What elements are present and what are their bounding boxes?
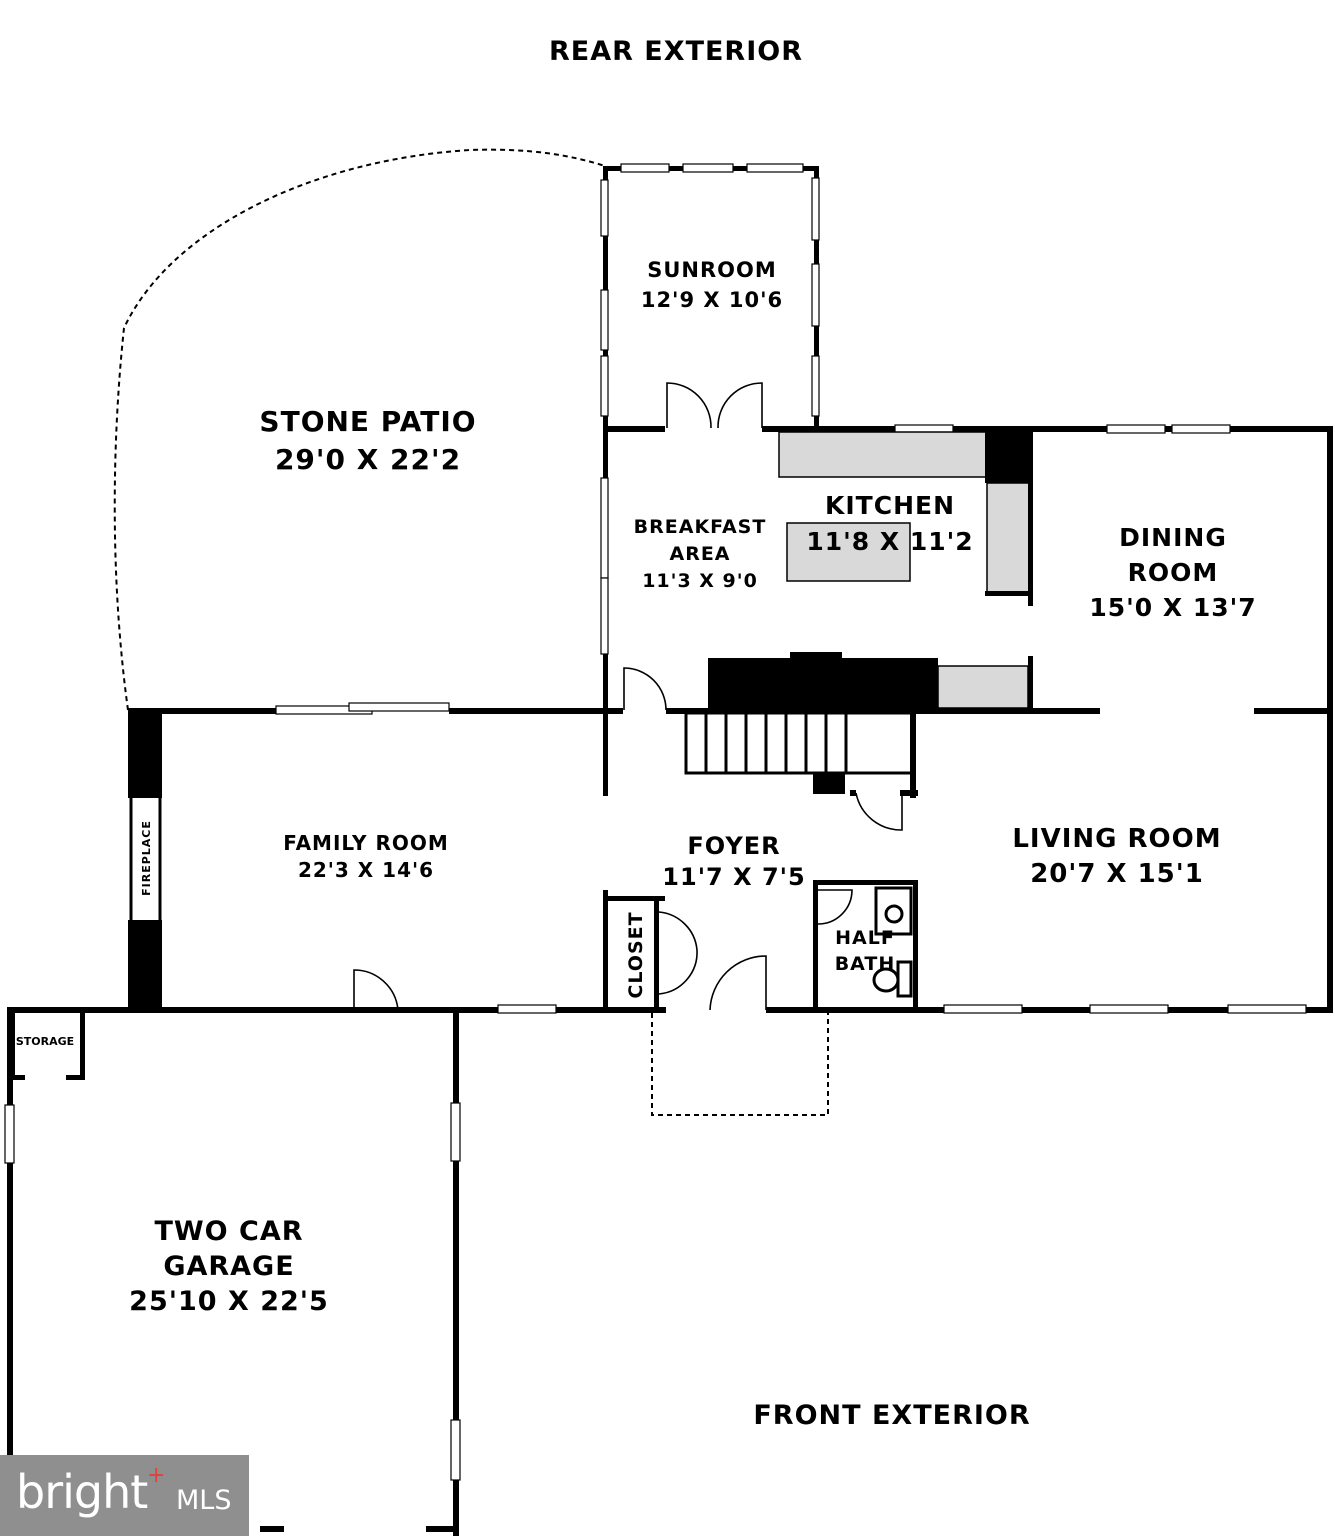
stone-patio-dims: 29'0 X 22'2 xyxy=(275,443,461,476)
kitchen-wall-stub xyxy=(985,591,1032,596)
closet-door xyxy=(658,911,698,995)
garage-walls xyxy=(4,1007,465,1536)
staircase xyxy=(684,711,918,798)
foyer-name: FOYER xyxy=(687,832,780,860)
rear-walls xyxy=(603,424,1333,1012)
breakfast-line1: BREAKFAST xyxy=(634,516,767,538)
family-room-dims: 22'3 X 14'6 xyxy=(298,858,434,882)
chimney-bottom xyxy=(128,920,162,1010)
dining-line2: ROOM xyxy=(1128,558,1219,587)
kitchen-name: KITCHEN xyxy=(825,491,955,520)
patio-outline xyxy=(113,148,606,711)
dining-dims: 15'0 X 13'7 xyxy=(1089,593,1256,622)
kitchen-dining-wall-2 xyxy=(1028,656,1033,710)
sunroom-door xyxy=(666,382,763,429)
foyer-dims: 11'7 X 7'5 xyxy=(662,863,805,891)
fireplace-label: FIREPLACE xyxy=(140,820,153,896)
dining-line1: DINING xyxy=(1119,523,1227,552)
living-room-name: LIVING ROOM xyxy=(1012,824,1221,854)
kitchen-dims: 11'8 X 11'2 xyxy=(806,527,973,556)
entry-door xyxy=(709,955,767,1011)
family-room-name: FAMILY ROOM xyxy=(283,831,449,855)
half-bath-line1: HALF xyxy=(835,927,895,949)
family-garage-door xyxy=(353,969,399,1011)
half-bath-line2: BATH xyxy=(835,953,896,975)
kitchen-counter-top xyxy=(778,431,987,478)
sunroom-name: SUNROOM xyxy=(647,258,777,282)
watermark-brand: bright xyxy=(16,1465,148,1519)
sunroom-walls xyxy=(600,163,820,430)
breakfast-dims: 11'3 X 9'0 xyxy=(642,570,758,592)
kitchen-dining-wall xyxy=(1028,430,1033,606)
portico-outline xyxy=(651,1013,829,1116)
breakfast-window-2 xyxy=(600,577,609,655)
stone-patio-name: STONE PATIO xyxy=(259,405,476,438)
closet-walls xyxy=(603,890,665,1010)
cooktop xyxy=(790,652,842,660)
garage-line2: GARAGE xyxy=(163,1251,294,1282)
closet-label: CLOSET xyxy=(625,911,647,998)
half-bath-walls xyxy=(813,880,918,1010)
family-east-wall xyxy=(603,710,608,796)
kitchen-counter-side xyxy=(986,482,1030,594)
breakfast-door xyxy=(623,667,667,711)
storage-label: STORAGE xyxy=(16,1035,74,1048)
mls-watermark: bright + MLS xyxy=(0,1455,249,1536)
breakfast-line2: AREA xyxy=(669,543,730,565)
kitchen-fridge xyxy=(985,428,1033,483)
breakfast-window xyxy=(600,477,609,579)
kitchen-island xyxy=(786,522,911,582)
living-room-dims: 20'7 X 15'1 xyxy=(1030,859,1204,889)
watermark-suffix: MLS xyxy=(176,1485,232,1516)
kitchen-counter-right xyxy=(937,665,1029,709)
watermark-plus-icon: + xyxy=(147,1463,166,1488)
front-exterior-label: FRONT EXTERIOR xyxy=(753,1400,1030,1431)
chimney-top xyxy=(128,708,162,798)
mid-walls xyxy=(128,702,1332,715)
kitchen-counter-dark xyxy=(708,658,938,710)
fireplace-box xyxy=(129,793,162,924)
garage-line1: TWO CAR xyxy=(154,1216,303,1247)
sunroom-dims: 12'9 X 10'6 xyxy=(641,288,783,312)
half-bath-door xyxy=(817,889,853,925)
stair-closet-door xyxy=(855,792,903,831)
garage-dims: 25'10 X 22'5 xyxy=(129,1286,329,1317)
rear-exterior-label: REAR EXTERIOR xyxy=(549,36,803,67)
